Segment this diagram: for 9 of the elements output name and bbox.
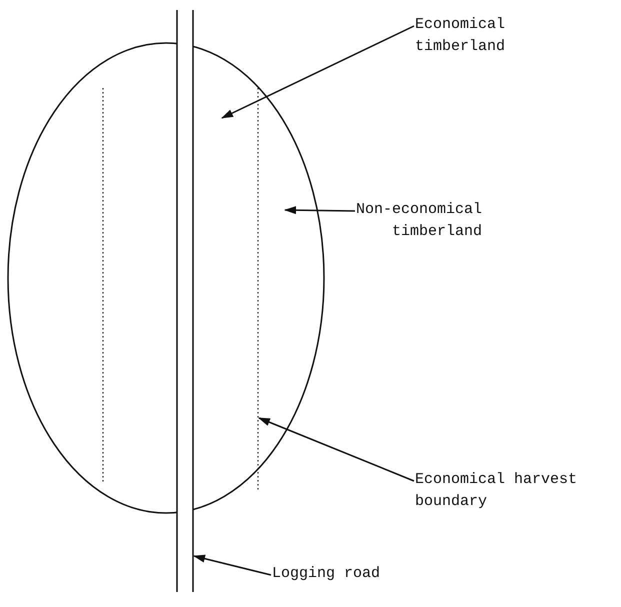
callout-label: Economical timberland	[415, 14, 505, 58]
timberland-oval	[7, 42, 325, 514]
callout-label: Economical harvest boundary	[415, 469, 578, 513]
callout-label: Logging road	[272, 563, 380, 585]
leader-line	[221, 25, 414, 119]
leader-line	[284, 206, 356, 214]
callout-label: Non-economical timberland	[356, 199, 482, 243]
leader-line	[258, 417, 414, 482]
leader-line	[193, 554, 272, 576]
